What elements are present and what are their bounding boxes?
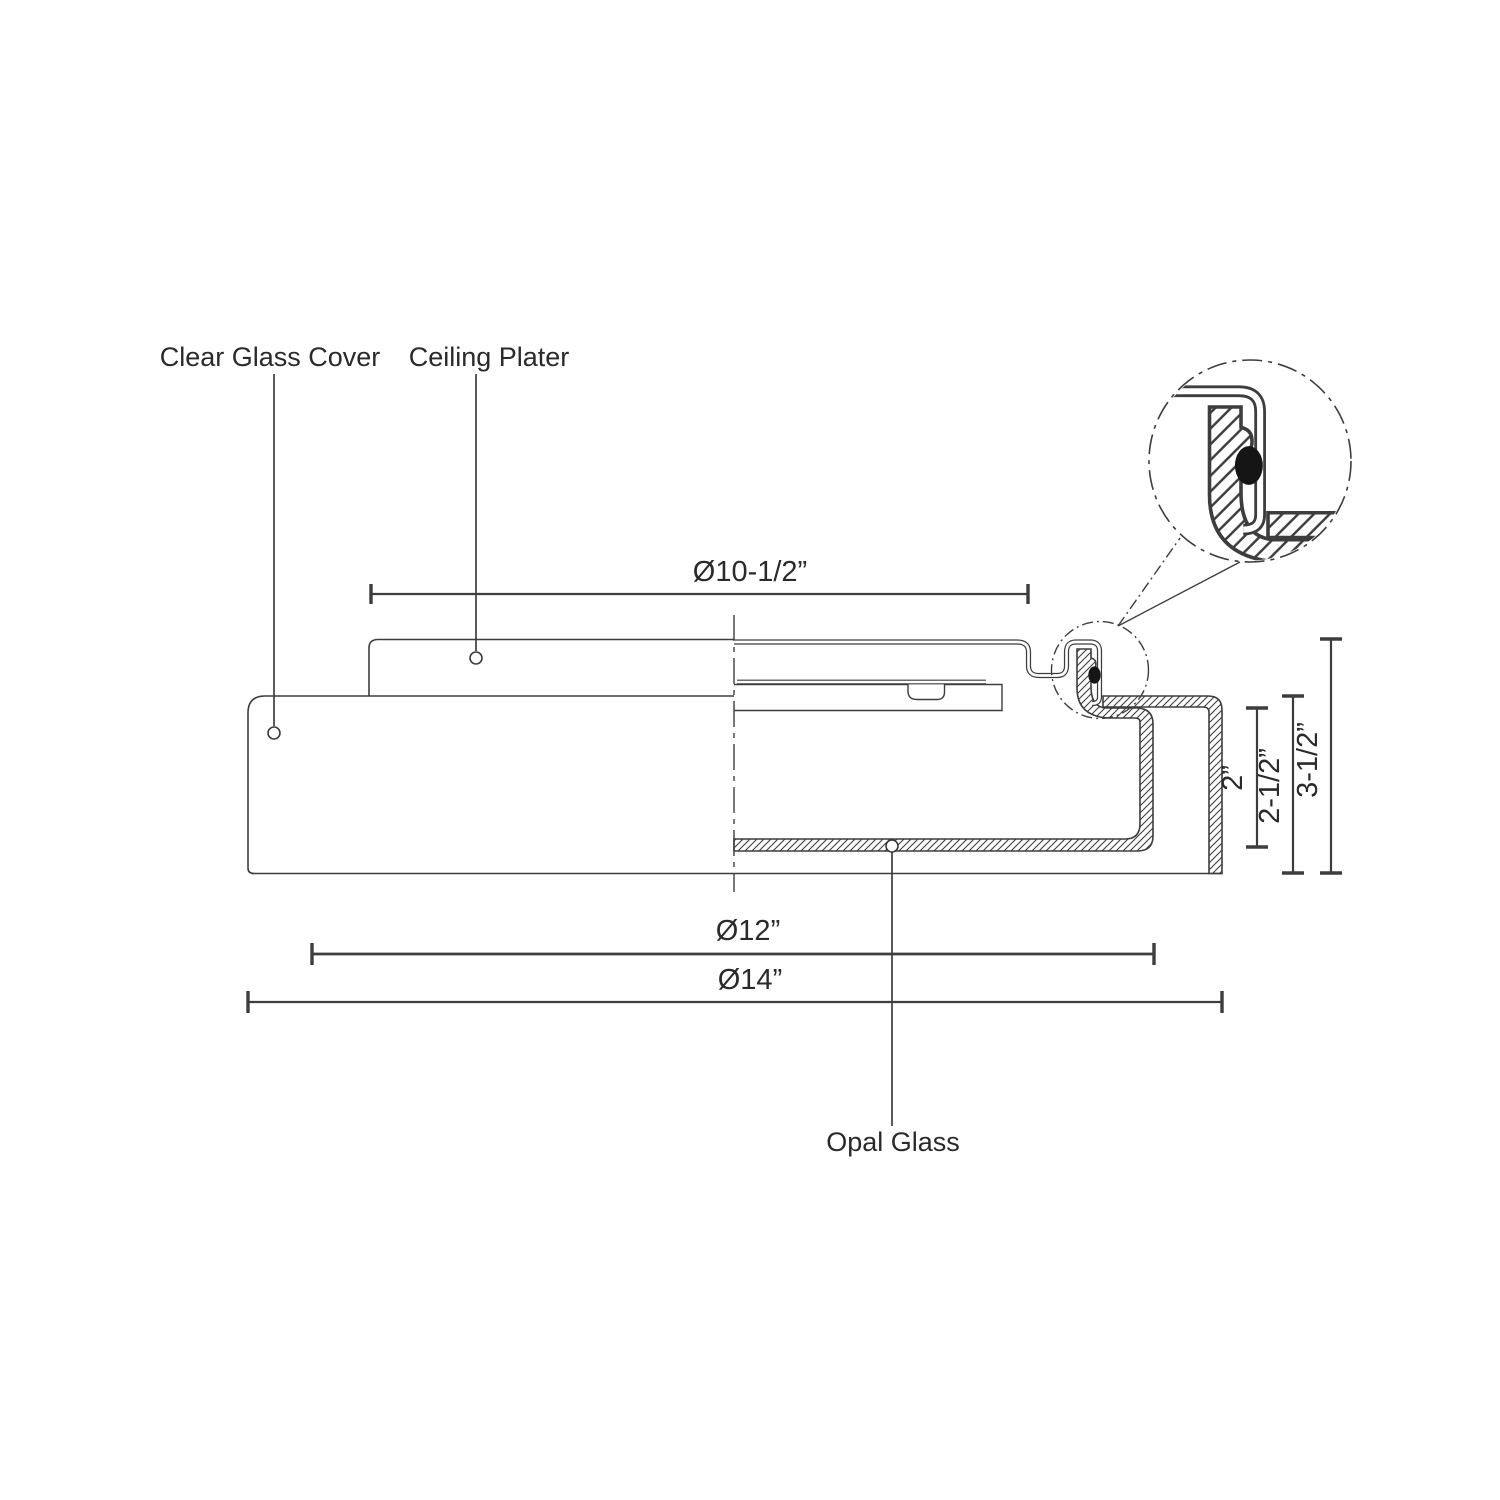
ceiling-plate-leader-dot bbox=[469, 651, 483, 665]
dimension-cover-diameter: Ø14” bbox=[246, 964, 1224, 1013]
overall-height-label: 3-1/2” bbox=[1292, 722, 1324, 798]
detail-view bbox=[1150, 385, 1350, 561]
detail-circle bbox=[1148, 359, 1352, 563]
clear-glass-cover-leader-dot bbox=[267, 726, 281, 740]
ceiling-plate-label: Ceiling Plater bbox=[409, 342, 570, 372]
driver-housing bbox=[734, 683, 1003, 712]
cover-diameter-ticks bbox=[246, 991, 1224, 1013]
detail-source-circle bbox=[1050, 620, 1150, 720]
opal-glass-label: Opal Glass bbox=[826, 1127, 960, 1157]
opal-height-ticks bbox=[1246, 706, 1268, 849]
dimension-plate-diameter: Ø10-1/2” bbox=[369, 556, 1030, 604]
cover-height-ticks bbox=[1282, 694, 1304, 875]
ceiling-plate-outline bbox=[368, 638, 734, 696]
glass-cover-outline bbox=[247, 695, 734, 875]
clear-glass-cover-label: Clear Glass Cover bbox=[160, 342, 381, 372]
detail-funnel-line-upper bbox=[1117, 537, 1181, 627]
label-opal-glass: Opal Glass bbox=[826, 839, 960, 1157]
opal-height-label: 2” bbox=[1217, 765, 1249, 791]
detail-cover-flange bbox=[1266, 510, 1350, 561]
detail-gasket bbox=[1234, 446, 1263, 485]
overall-height-ticks bbox=[1320, 637, 1342, 875]
cover-height-label: 2-1/2” bbox=[1254, 748, 1286, 824]
plate-diameter-ticks bbox=[369, 584, 1030, 604]
label-ceiling-plate: Ceiling Plater bbox=[409, 342, 570, 665]
label-clear-glass-cover: Clear Glass Cover bbox=[160, 342, 381, 740]
dimension-opal-height: 2” bbox=[1217, 706, 1268, 849]
dimension-opal-diameter: Ø12” bbox=[310, 915, 1156, 965]
plate-diameter-label: Ø10-1/2” bbox=[693, 556, 807, 588]
cover-diameter-label: Ø14” bbox=[718, 964, 782, 996]
gasket bbox=[1088, 666, 1101, 684]
detail-funnel-line-lower bbox=[1117, 561, 1241, 627]
dimension-overall-height: 3-1/2” bbox=[1292, 637, 1342, 875]
latch-clip bbox=[907, 684, 946, 701]
dimension-cover-height: 2-1/2” bbox=[1254, 694, 1304, 875]
opal-glass-leader-dot bbox=[885, 839, 899, 853]
opal-diameter-ticks bbox=[310, 943, 1156, 965]
opal-diameter-label: Ø12” bbox=[716, 915, 780, 947]
